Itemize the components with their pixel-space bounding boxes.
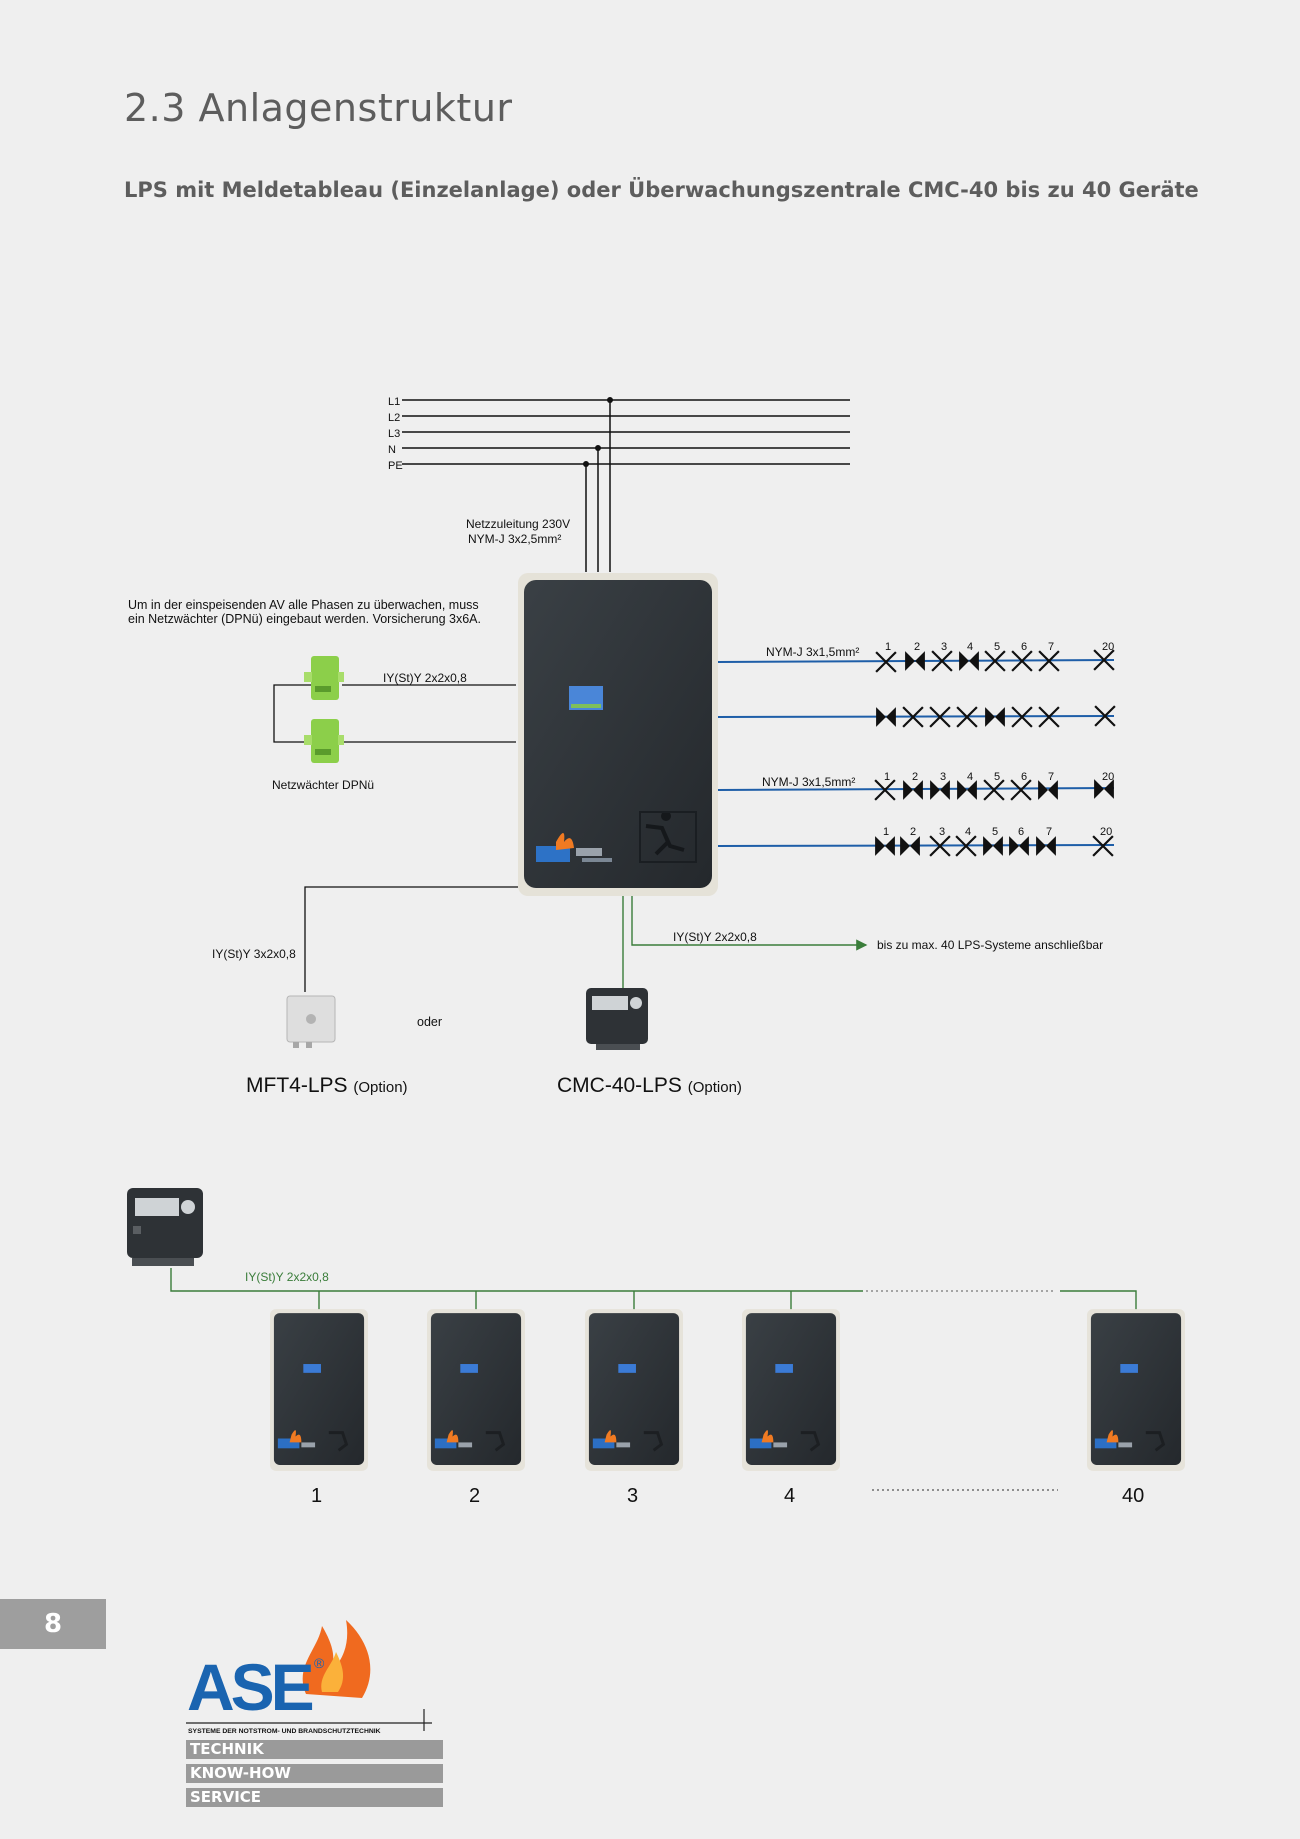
svg-text:4: 4 xyxy=(967,771,973,783)
svg-text:7: 7 xyxy=(1048,641,1054,653)
registered-icon: ® xyxy=(314,1655,325,1671)
unit-number-40: 40 xyxy=(1122,1485,1144,1507)
busbars xyxy=(402,399,850,465)
svg-text:1: 1 xyxy=(884,771,890,783)
svg-text:3: 3 xyxy=(939,826,945,838)
circuit-1-cable-label: NYM-J 3x1,5mm² xyxy=(766,645,859,659)
svg-text:6: 6 xyxy=(1021,641,1027,653)
svg-text:5: 5 xyxy=(994,641,1000,653)
cmc-40-device-label: CMC-40-LPS (Option) xyxy=(557,1074,742,1097)
supply-label: Netzzuleitung 230V xyxy=(466,517,570,531)
phase-monitoring-note-line2: ein Netzwächter (DPNü) eingebaut werden.… xyxy=(128,612,481,626)
luminaire-circuits xyxy=(717,659,1115,847)
lps-central-device xyxy=(518,573,718,896)
exit-running-man-icon xyxy=(639,811,697,863)
netzwaechter-dpnu-device xyxy=(304,719,344,763)
unit-number-2: 2 xyxy=(469,1485,480,1507)
or-label: oder xyxy=(417,1015,442,1029)
flame-icon xyxy=(302,1620,371,1698)
junction-dot xyxy=(595,445,601,451)
cmc-cable xyxy=(631,896,868,951)
svg-text:2: 2 xyxy=(914,641,920,653)
lps-unit-4 xyxy=(742,1309,840,1471)
svg-text:4: 4 xyxy=(965,826,971,838)
circuit-line-2 xyxy=(717,715,1115,718)
svg-text:1: 1 xyxy=(883,826,889,838)
badge-know-how: KNOW-HOW xyxy=(186,1764,443,1783)
dpnu-wiring xyxy=(273,684,516,743)
lps-unit-1 xyxy=(270,1309,368,1471)
badge-technik: TECHNIK xyxy=(186,1740,443,1759)
unit-number-3: 3 xyxy=(627,1485,638,1507)
bottom-cmc-device xyxy=(127,1188,203,1266)
cmc-cable-label: IY(St)Y 2x2x0,8 xyxy=(673,930,757,944)
unit-number-1: 1 xyxy=(311,1485,322,1507)
svg-text:20: 20 xyxy=(1102,641,1114,653)
junction-dot xyxy=(583,461,589,467)
dpnu-cable-label: IY(St)Y 2x2x0,8 xyxy=(383,671,467,685)
mft-cable-label: IY(St)Y 3x2x0,8 xyxy=(212,947,296,961)
lps-logo-icon xyxy=(536,833,612,862)
ase-logo: ASE ® SYSTEME DER NOTSTROM- UND BRANDSCH… xyxy=(186,1620,432,1735)
lps-unit-2 xyxy=(427,1309,525,1471)
phase-monitoring-note-line1: Um in der einspeisenden AV alle Phasen z… xyxy=(128,598,479,612)
svg-text:3: 3 xyxy=(941,641,947,653)
bus-label-l2: L2 xyxy=(388,412,400,424)
bus-label-l1: L1 xyxy=(388,396,400,408)
bus-label-l3: L3 xyxy=(388,428,400,440)
netzwaechter-label: Netzwächter DPNü xyxy=(272,778,374,792)
svg-text:6: 6 xyxy=(1018,826,1024,838)
lps-unit-3 xyxy=(585,1309,683,1471)
page-subtitle: LPS mit Meldetableau (Einzelanlage) oder… xyxy=(124,178,1199,202)
svg-text:5: 5 xyxy=(994,771,1000,783)
svg-text:1: 1 xyxy=(885,641,891,653)
supply-cable-label: NYM-J 3x2,5mm² xyxy=(468,532,561,546)
netzwaechter-dpnu-device xyxy=(304,656,344,700)
bus-label-n: N xyxy=(388,444,396,456)
svg-text:4: 4 xyxy=(967,641,973,653)
svg-text:2: 2 xyxy=(912,771,918,783)
badge-service: SERVICE xyxy=(186,1788,443,1807)
bus-label-pe: PE xyxy=(388,460,403,472)
mft-cable xyxy=(304,886,518,992)
svg-text:20: 20 xyxy=(1102,771,1114,783)
page-number: 8 xyxy=(0,1599,106,1649)
unit-number-4: 4 xyxy=(784,1485,795,1507)
junction-dot xyxy=(607,397,613,403)
ase-brand-text: ASE xyxy=(187,1650,313,1724)
logo-tagline: SYSTEME DER NOTSTROM- UND BRANDSCHUTZTEC… xyxy=(188,1728,381,1735)
circuit-3-cable-label: NYM-J 3x1,5mm² xyxy=(762,775,855,789)
bottom-cable-label: IY(St)Y 2x2x0,8 xyxy=(245,1270,329,1284)
circuit-3-lamp-numbers: 1 2 3 4 5 6 7 20 xyxy=(884,771,1114,783)
page-title: 2.3 Anlagenstruktur xyxy=(124,86,513,130)
mft4-device-label: MFT4-LPS (Option) xyxy=(246,1074,408,1097)
svg-text:20: 20 xyxy=(1100,826,1112,838)
svg-text:6: 6 xyxy=(1021,771,1027,783)
lps-unit-40 xyxy=(1087,1309,1185,1471)
cmc-40-lps-device xyxy=(586,988,648,1050)
circuit-1-lamp-numbers: 1 2 3 4 5 6 7 20 xyxy=(885,641,1114,653)
mft4-lps-device xyxy=(286,995,336,1048)
supply-wires xyxy=(583,397,613,572)
max-systems-label: bis zu max. 40 LPS-Systeme anschließbar xyxy=(877,938,1103,952)
svg-text:2: 2 xyxy=(910,826,916,838)
circuit-4-lamp-numbers: 1 2 3 4 5 6 7 20 xyxy=(883,826,1112,838)
svg-text:5: 5 xyxy=(992,826,998,838)
svg-text:7: 7 xyxy=(1046,826,1052,838)
svg-text:7: 7 xyxy=(1048,771,1054,783)
svg-text:3: 3 xyxy=(940,771,946,783)
bottom-bus xyxy=(170,1268,1137,1310)
